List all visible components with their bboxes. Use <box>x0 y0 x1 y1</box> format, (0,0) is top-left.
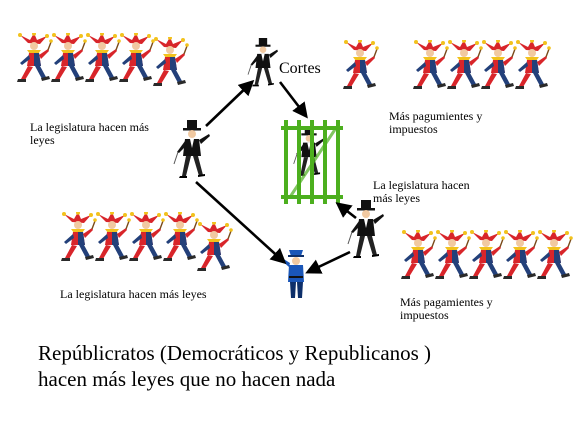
caption-line-2: hacen más leyes que no hacen nada <box>38 367 336 391</box>
police-officer-icon <box>281 250 304 298</box>
arrow-to-officer-right <box>305 250 351 274</box>
running-jester-icon <box>84 33 122 83</box>
running-jester-icon <box>400 230 438 280</box>
arrow-cortes-to-jail <box>278 81 308 119</box>
running-jester-icon <box>16 33 54 83</box>
running-jester-icon <box>60 212 98 262</box>
running-jester-icon <box>128 212 166 262</box>
running-jester-icon <box>446 40 484 90</box>
legislature-label-bottom-left: La legislatura hacen más leyes <box>60 287 207 301</box>
jester-group-bottom-right <box>400 230 574 280</box>
cortes-label: Cortes <box>279 60 321 77</box>
arrow-to-cortes <box>205 79 255 127</box>
running-jester-icon <box>412 40 450 90</box>
running-jester-icon <box>162 212 200 262</box>
running-jester-icon <box>94 212 132 262</box>
jester-group-top-right <box>342 40 552 90</box>
caption: Repúblicratos (Democráticos y Republican… <box>38 340 558 392</box>
running-jester-icon <box>536 230 574 280</box>
running-jester-icon <box>152 37 190 87</box>
politician-right-icon <box>347 200 385 259</box>
running-jester-icon <box>434 230 472 280</box>
politician-top-icon <box>247 38 279 87</box>
jester-group-top-left <box>16 33 190 87</box>
caption-line-1: Repúblicratos (Democráticos y Republican… <box>38 341 432 365</box>
arrow-to-jail-right <box>335 202 357 220</box>
jester-group-bottom-left <box>60 212 234 272</box>
legislature-label-mid-right: La legislatura hacen más leyes <box>373 178 470 205</box>
running-jester-icon <box>50 33 88 83</box>
running-jester-icon <box>502 230 540 280</box>
running-jester-icon <box>514 40 552 90</box>
running-jester-icon <box>196 222 234 272</box>
running-jester-icon <box>118 33 156 83</box>
running-jester-icon <box>342 40 380 90</box>
politician-left-icon <box>173 120 211 179</box>
taxes-label-top-right: Más pagumientes y impuestos <box>389 109 483 136</box>
arrow-to-officer <box>195 181 287 265</box>
running-jester-icon <box>468 230 506 280</box>
jail-icon <box>281 120 343 204</box>
flow-arrows <box>195 79 357 274</box>
running-jester-icon <box>480 40 518 90</box>
taxes-label-bottom-right: Más pagamientes y impuestos <box>400 295 493 322</box>
legislature-label-top-left: La legislatura hacen más leyes <box>30 120 149 147</box>
